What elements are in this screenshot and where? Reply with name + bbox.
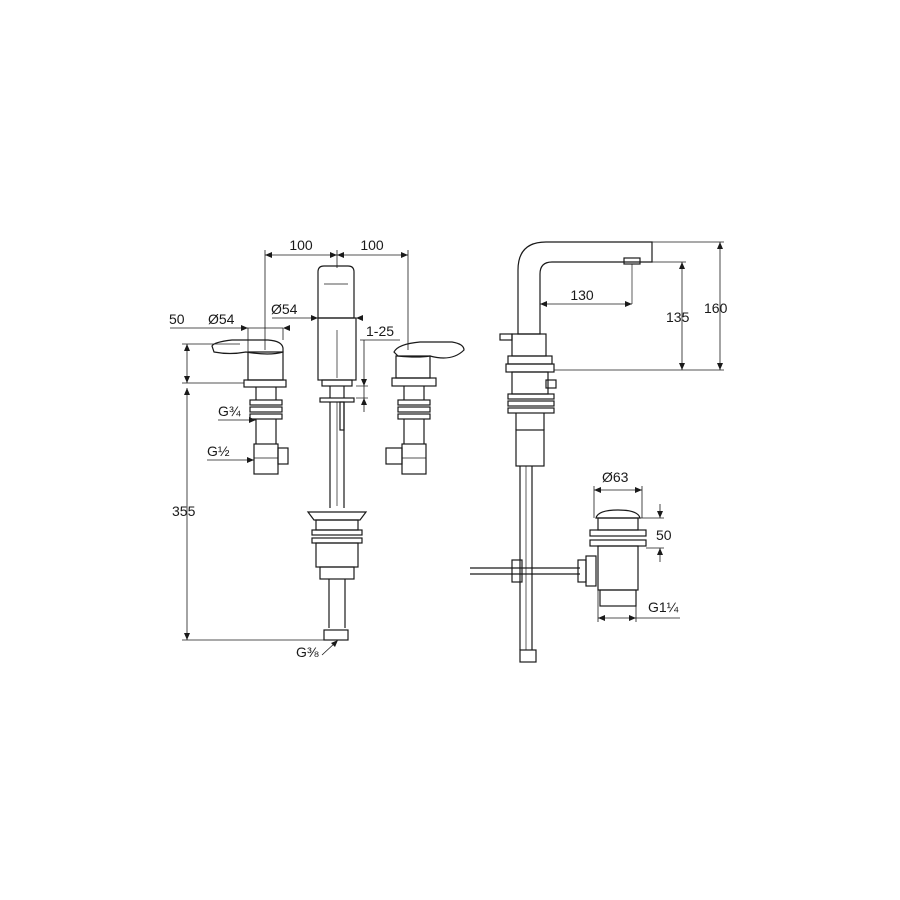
label-spout-total-height: 160 xyxy=(704,300,728,316)
front-view xyxy=(170,250,465,656)
label-waste-diameter: Ø63 xyxy=(602,469,629,485)
label-waste-height: 50 xyxy=(656,527,672,543)
label-spacing-left: 100 xyxy=(289,237,313,253)
label-spout-diameter: Ø54 xyxy=(271,301,298,317)
dim-spout-reach xyxy=(540,301,632,307)
left-valve-handle xyxy=(211,339,289,475)
dim-waste-thread xyxy=(597,590,680,622)
dim-deck-thickness xyxy=(356,339,400,412)
right-valve-handle xyxy=(385,341,465,475)
dim-waste-diameter xyxy=(593,486,643,518)
dim-thread-leaders xyxy=(207,417,256,463)
label-waste-thread: G1¼ xyxy=(648,599,679,615)
label-overall-depth: 355 xyxy=(172,503,196,519)
label-thread-g38: G⅜ xyxy=(296,644,319,660)
label-thread-g34: G¾ xyxy=(218,403,241,419)
label-spacing-right: 100 xyxy=(360,237,384,253)
label-spout-reach: 130 xyxy=(570,287,594,303)
dim-waste-height xyxy=(640,504,664,562)
label-handle-diameter: Ø54 xyxy=(208,311,235,327)
front-spout xyxy=(306,265,368,641)
label-deck-thickness: 1-25 xyxy=(366,323,394,339)
dim-heights xyxy=(554,241,724,371)
label-handle-height: 50 xyxy=(169,311,185,327)
dim-spacing xyxy=(264,250,409,350)
dim-handle-height xyxy=(170,327,244,384)
dim-overall-depth xyxy=(182,388,338,656)
label-thread-g12: G½ xyxy=(207,443,230,459)
dim-spout-diameter xyxy=(272,315,363,321)
label-spout-outlet-height: 135 xyxy=(666,309,690,325)
dim-handle-diameter xyxy=(208,325,290,352)
side-waste xyxy=(589,509,647,607)
side-view xyxy=(470,241,724,663)
